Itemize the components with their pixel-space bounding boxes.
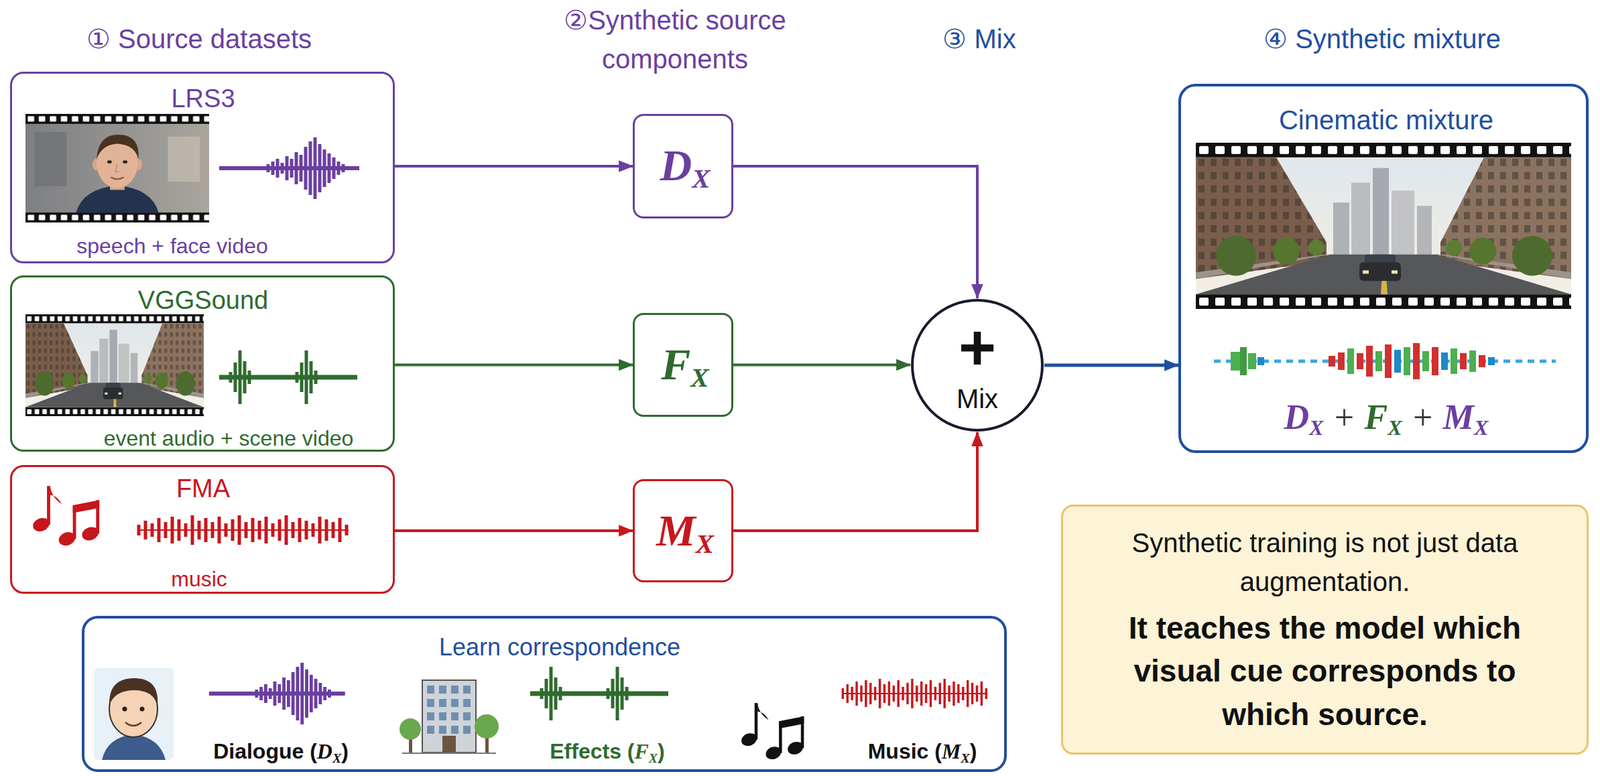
symbol-subscript: X: [691, 163, 710, 194]
dataset-caption: event audio + scene video: [103, 425, 354, 452]
math-symbol: FX: [1364, 398, 1403, 437]
math-symbol: FX: [634, 739, 659, 764]
text-run: ): [341, 739, 349, 764]
symbol-letter: M: [941, 739, 961, 764]
dataset-caption: music: [170, 566, 228, 592]
flow-arrow: [733, 166, 978, 299]
face-video-frame: [25, 113, 210, 223]
dataset-box: VGGSound event audio + scene video: [10, 275, 395, 452]
symbol-letter: F: [1364, 398, 1389, 437]
symbol-letter: D: [1283, 398, 1310, 437]
mixture-waveform: [1213, 343, 1556, 380]
circle-shape: [912, 300, 1043, 431]
source-label: Music (MX): [868, 738, 978, 767]
source-label: Dialogue (DX): [213, 738, 349, 767]
dataset-name: VGGSound: [138, 285, 269, 317]
flow-arrow: [733, 363, 911, 367]
symbol-subscript: X: [690, 362, 709, 393]
music-notes-icon: [30, 485, 100, 548]
source-label: Effects (FX): [549, 738, 665, 767]
symbol-subscript: X: [695, 528, 714, 560]
flow-arrow: [733, 432, 978, 531]
symbol-subscript: X: [332, 750, 342, 766]
text-run: +: [1323, 398, 1365, 437]
symbol-subscript: X: [1309, 415, 1324, 440]
symbol-subscript: X: [1473, 415, 1489, 440]
symbol-letter: F: [634, 739, 649, 764]
component-box: MX: [632, 479, 734, 583]
text-run: Dialogue (: [213, 739, 318, 764]
note-box: Synthetic training is not just data augm…: [1061, 504, 1589, 755]
music-icon: [739, 703, 806, 762]
dataset-caption: speech + face video: [76, 233, 269, 259]
text-run: Music (: [868, 739, 942, 764]
symbol-subscript: X: [960, 750, 970, 766]
flow-arrow: [1044, 363, 1179, 368]
symbol-letter: D: [317, 739, 333, 764]
component-symbol: FX: [660, 337, 709, 395]
speech-waveform: [219, 137, 360, 200]
building-icon: [399, 680, 499, 754]
flow-arrow: [394, 363, 633, 367]
symbol-subscript: X: [1387, 415, 1403, 440]
dataset-box: FMA music: [10, 465, 395, 594]
column-heading: ④ Synthetic mixture: [1263, 19, 1501, 59]
dataset-box: LRS3 speech + face video: [10, 71, 395, 264]
flow-arrow: [394, 164, 633, 168]
math-symbol: MX: [941, 739, 970, 764]
symbol-subscript: X: [648, 750, 658, 766]
event-waveform: [219, 350, 358, 405]
plus-sign: +: [958, 309, 997, 387]
face-icon: [93, 668, 174, 761]
mix-circle: +Mix: [910, 298, 1045, 433]
mixture-panel: Cinematic mixtureDX + FX + MX: [1178, 83, 1589, 454]
component-box: DX: [632, 113, 734, 219]
component-symbol: MX: [656, 504, 714, 562]
text-run: Effects (: [549, 739, 635, 764]
correspondence-panel: Learn correspondenceDialogue (DX)Effects…: [81, 616, 1007, 773]
math-symbol: DX: [660, 140, 711, 190]
math-symbol: DX: [317, 739, 342, 764]
mixture-formula: DX + FX + MX: [1283, 396, 1489, 442]
math-symbol: FX: [660, 339, 709, 389]
component-symbol: DX: [660, 138, 711, 196]
note-emphasis: It teaches the model which visual cue co…: [1090, 606, 1560, 736]
music-waveform: [137, 515, 349, 545]
math-symbol: MX: [1443, 398, 1489, 437]
text-run: ): [969, 739, 978, 764]
dataset-name: FMA: [176, 473, 230, 505]
column-heading: ③ Mix: [942, 19, 1016, 59]
symbol-letter: M: [656, 506, 696, 556]
effects-waveform: [530, 666, 669, 721]
column-heading: ① Source datasets: [86, 19, 312, 59]
symbol-letter: M: [1443, 398, 1474, 437]
dataset-name: LRS3: [170, 83, 235, 115]
note-text: Synthetic training is not just data augm…: [1083, 523, 1567, 602]
symbol-letter: D: [660, 140, 693, 190]
scene-video-frame: [25, 314, 204, 417]
math-symbol: MX: [656, 506, 714, 556]
cinematic-video-frame: [1195, 142, 1572, 310]
panel-title: Learn correspondence: [439, 632, 681, 662]
text-run: ): [657, 739, 665, 764]
flow-arrow: [394, 529, 633, 533]
panel-title: Cinematic mixture: [1278, 103, 1494, 137]
symbol-letter: F: [660, 339, 691, 389]
music-waveform-small: [841, 679, 988, 709]
dialogue-waveform: [209, 662, 346, 725]
text-run: +: [1402, 398, 1444, 437]
math-symbol: DX: [1283, 398, 1324, 437]
mix-label: Mix: [956, 382, 999, 415]
component-box: FX: [632, 313, 734, 417]
column-heading: ②Synthetic source components: [520, 0, 830, 79]
